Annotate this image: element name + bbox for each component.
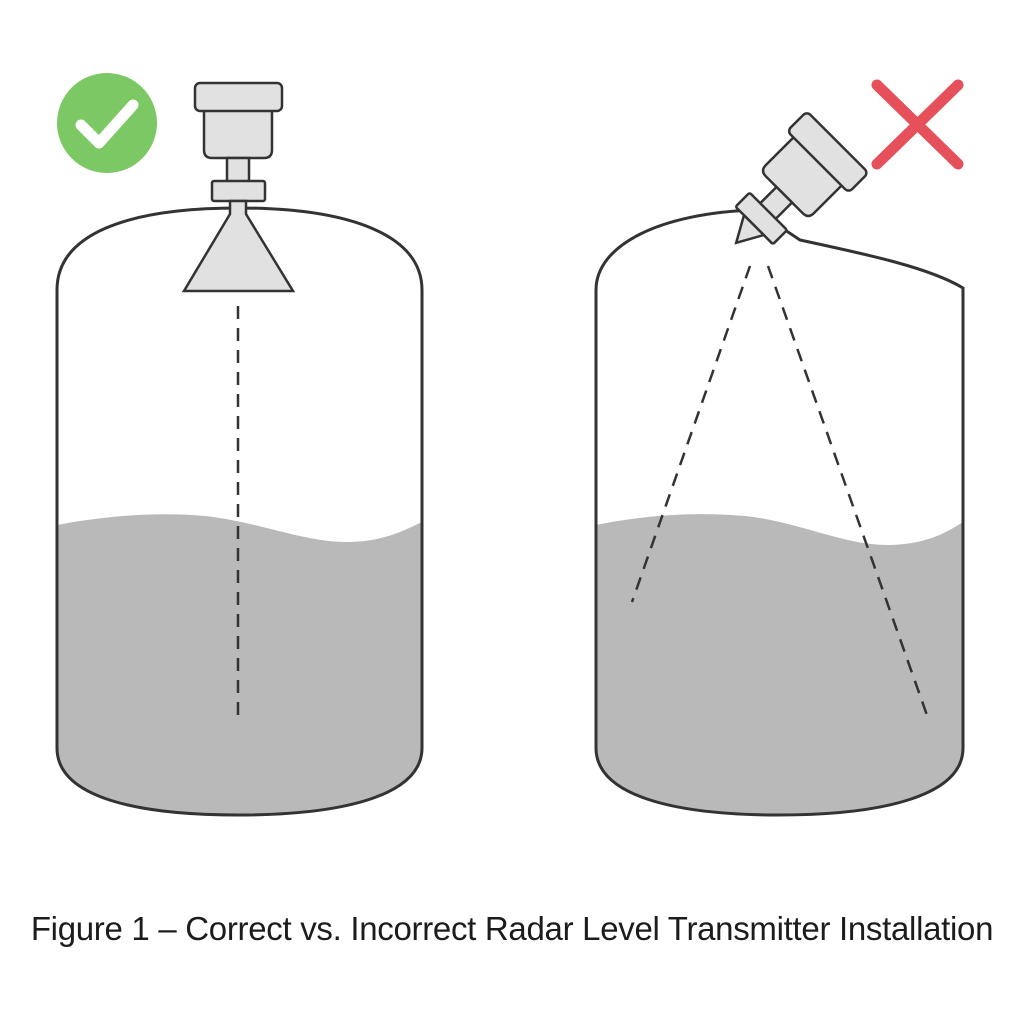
radar-transmitter-vertical	[181, 81, 296, 293]
transmitter-neck	[225, 156, 251, 184]
status-badge-correct	[57, 73, 157, 173]
status-badge-circle	[57, 73, 157, 173]
transmitter-flange	[210, 179, 267, 203]
horn-antenna	[181, 199, 296, 293]
tank-left-outline	[55, 206, 424, 817]
transmitter-cap	[193, 81, 284, 113]
radar-transmitter-tilted	[734, 112, 868, 245]
checkmark-icon	[75, 99, 139, 149]
status-badge-incorrect	[871, 79, 964, 170]
radar-beam-left-edge	[630, 265, 752, 603]
tank-left	[55, 206, 424, 817]
figure-caption: Figure 1 – Correct vs. Incorrect Radar L…	[30, 910, 994, 947]
correct-installation-panel	[55, 73, 424, 817]
incorrect-installation-panel	[594, 79, 965, 817]
liquid-left	[57, 514, 422, 815]
cross-icon	[871, 79, 964, 170]
transmitter-cap-tilted	[787, 112, 868, 192]
cone-antenna-tilted	[734, 212, 767, 245]
radar-beam-right-edge	[766, 265, 930, 719]
tank-right-outline	[594, 208, 965, 817]
transmitter-housing-tilted	[761, 134, 845, 218]
liquid-right	[596, 514, 963, 815]
transmitter-housing	[202, 108, 274, 160]
tank-right	[594, 208, 965, 817]
